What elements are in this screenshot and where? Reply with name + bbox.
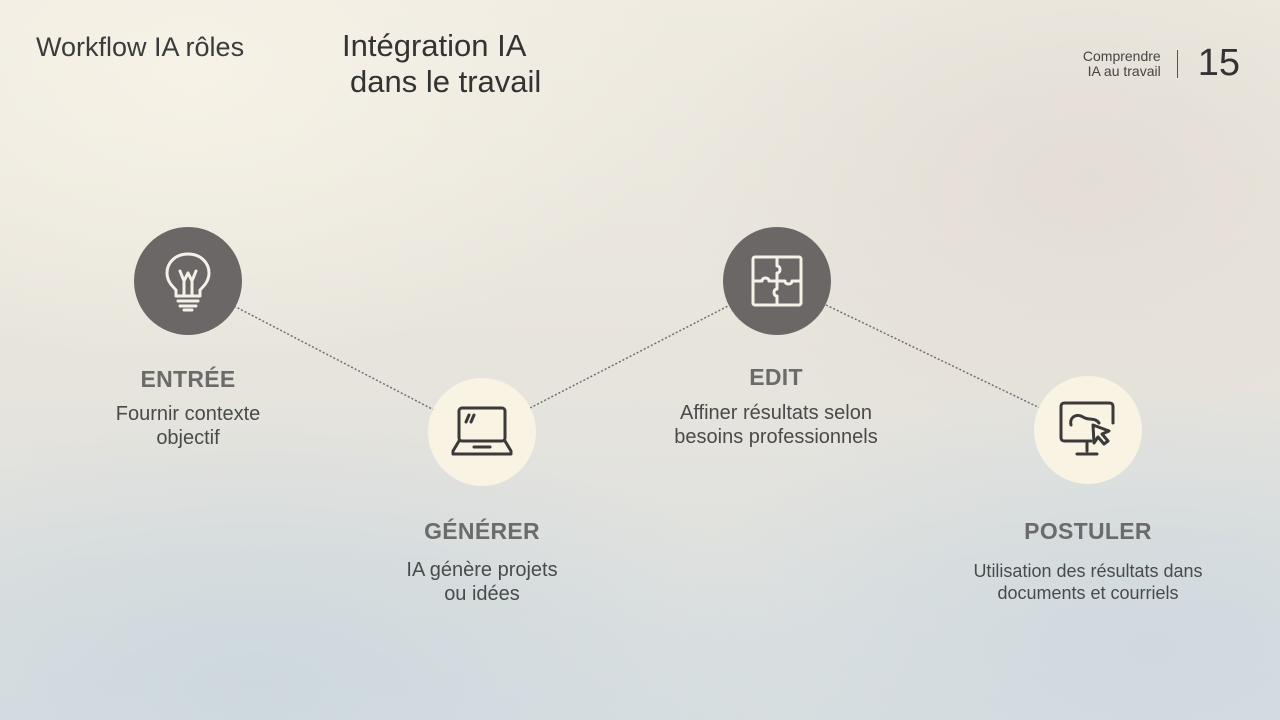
connector-2-3 xyxy=(529,305,729,409)
step-1-description: Fournir contexte objectif xyxy=(28,402,348,450)
step-1-desc-line-1: Fournir contexte xyxy=(115,403,261,425)
section-indicator: Comprendre IA au travail 15 xyxy=(1083,42,1240,85)
page-number: 15 xyxy=(1197,42,1240,84)
section-label-line-1: Comprendre xyxy=(1082,47,1161,64)
step-4-desc-line-2: documents et courriels xyxy=(997,583,1179,603)
step-3-heading: EDIT xyxy=(749,364,803,390)
step-2-description: IA génère projets ou idées xyxy=(322,558,642,606)
document-label: Workflow IA rôles xyxy=(36,32,245,62)
section-label-line-2: IA au travail xyxy=(1087,62,1161,79)
step-4-description: Utilisation des résultats dans documents… xyxy=(918,560,1258,604)
step-4-heading: POSTULER xyxy=(1024,518,1152,544)
lightbulb-icon xyxy=(165,252,211,312)
monitor-cursor-icon xyxy=(1059,401,1115,456)
step-1-desc-line-2: objectif xyxy=(156,427,220,449)
step-1-node xyxy=(134,227,242,335)
step-4-desc-line-1: Utilisation des résultats dans xyxy=(973,561,1203,581)
step-2-desc-line-1: IA génère projets xyxy=(406,559,558,581)
step-2-node xyxy=(428,378,536,486)
step-1-heading: ENTRÉE xyxy=(140,366,236,392)
step-4-node xyxy=(1034,376,1142,484)
step-3-description: Affiner résultats selon besoins professi… xyxy=(616,401,936,449)
puzzle-icon xyxy=(751,255,803,307)
laptop-icon xyxy=(451,406,513,456)
step-2-desc-line-2: ou idées xyxy=(444,583,520,605)
step-3-desc-line-1: Affiner résultats selon xyxy=(680,402,872,424)
step-3-desc-line-2: besoins professionnels xyxy=(674,426,878,448)
connector-3-4 xyxy=(825,304,1041,409)
connector-1-2 xyxy=(233,305,435,411)
step-3-node xyxy=(723,227,831,335)
section-label: Comprendre IA au travail xyxy=(1082,47,1161,79)
slide-title-line-2: dans le travail xyxy=(350,64,542,99)
section-divider xyxy=(1176,49,1178,78)
slide-title-line-1: Intégration IA xyxy=(342,28,527,63)
step-2-heading: GÉNÉRER xyxy=(424,518,540,544)
slide-title: Intégration IA dans le travail xyxy=(342,28,541,100)
